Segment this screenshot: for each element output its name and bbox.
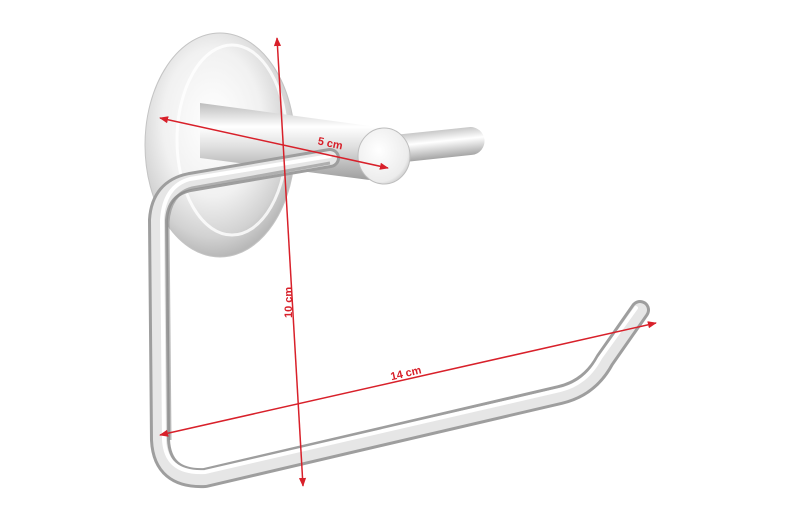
- depth-label: 5 cm: [317, 135, 344, 152]
- height-label: 10 cm: [283, 287, 295, 318]
- dimension-annotations: 5 cm 10 cm 14 cm: [159, 37, 657, 487]
- width-label: 14 cm: [389, 364, 422, 383]
- width-dimension-line: [159, 321, 657, 437]
